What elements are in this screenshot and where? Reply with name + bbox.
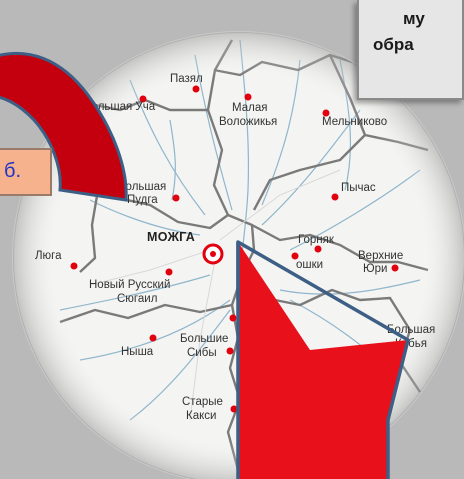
label-bolshie-siby-2: Сибы bbox=[187, 347, 217, 359]
label-nysha: Ныша bbox=[121, 346, 154, 358]
label-bolshaya-ucha: Большая Уча bbox=[84, 101, 156, 113]
label-starye-2: Какси bbox=[186, 410, 216, 422]
label-novy-russky-2: Сюгаил bbox=[117, 293, 157, 305]
label-pychas: Пычас bbox=[341, 182, 376, 194]
mozhga-marker bbox=[202, 243, 224, 265]
red-arrow-outline bbox=[236, 240, 410, 479]
side-chip-text: б. bbox=[4, 160, 22, 182]
label-verkhnie-2: Юри bbox=[363, 263, 387, 275]
settlement-dots bbox=[70, 85, 399, 413]
label-lyuga: Люга bbox=[35, 250, 62, 262]
label-bolshaya-pudga: Большая bbox=[118, 181, 166, 193]
side-chip: б. bbox=[0, 148, 52, 196]
label-bolshaya-kibya: Большая bbox=[387, 324, 435, 336]
label-bolshie-siby: Большие bbox=[180, 333, 228, 345]
callout-box: му обра bbox=[357, 0, 464, 100]
label-malaya: Малая bbox=[232, 102, 267, 114]
label-melnikovo: Мельниково bbox=[322, 116, 387, 128]
label-oshki: ошки bbox=[296, 259, 323, 271]
red-arrow bbox=[238, 242, 408, 479]
label-novy-russky: Новый Русский bbox=[89, 279, 170, 291]
label-verkhnie: Верхние bbox=[358, 250, 403, 262]
callout-text: му обра bbox=[373, 6, 425, 58]
label-starye: Старые bbox=[182, 396, 223, 408]
label-mozhga: МОЖГА bbox=[147, 230, 195, 244]
label-malaya-2: Воложикья bbox=[219, 116, 277, 128]
callout-line-2: обра bbox=[373, 35, 414, 54]
place-labels: Пазял Большая Уча Малая Воложикья Мельни… bbox=[35, 73, 435, 422]
curved-arc-arrow bbox=[0, 51, 128, 202]
label-pazyal: Пазял bbox=[170, 73, 203, 85]
label-gornyak: Горняк bbox=[298, 234, 335, 246]
callout-line-1: му bbox=[403, 9, 425, 28]
label-bolshaya-pudga-2: Пудга bbox=[127, 194, 158, 206]
